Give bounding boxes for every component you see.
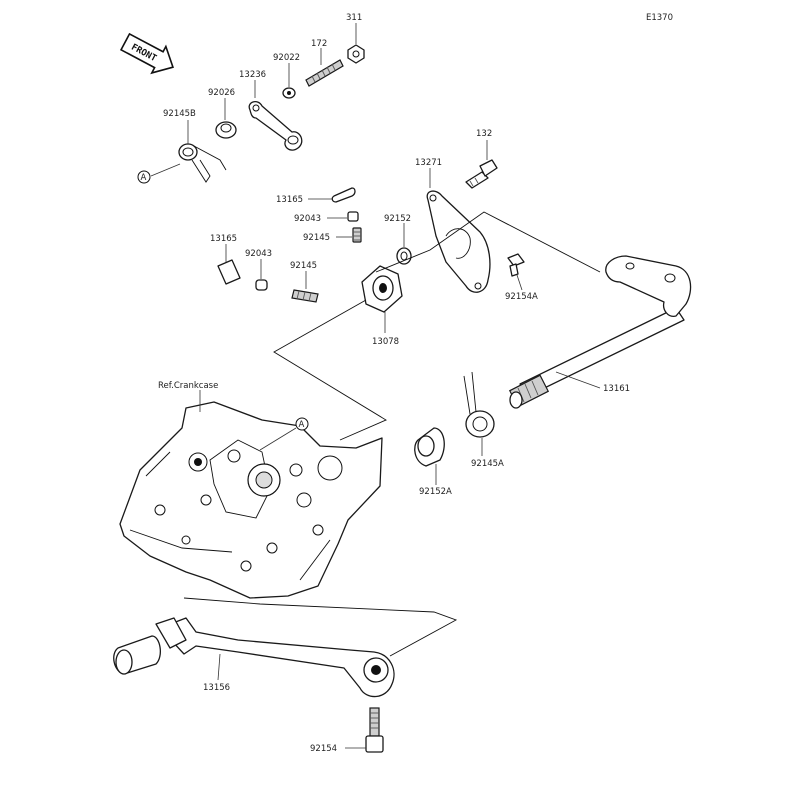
- ref-line-drum: [273, 299, 387, 441]
- svg-text:A: A: [299, 420, 305, 430]
- washer-92152: [396, 223, 412, 265]
- label-92154a: 92154A: [505, 292, 538, 302]
- cap-92043-left: [255, 259, 268, 291]
- spring-92145b: [178, 120, 227, 183]
- label-92145-left: 92145: [290, 261, 317, 271]
- front-arrow-icon: FRONT: [119, 32, 174, 75]
- label-92043-top: 92043: [294, 214, 321, 224]
- label-92152: 92152: [384, 214, 411, 224]
- bolt-92154: [345, 707, 384, 753]
- stud-172: [305, 48, 344, 87]
- marker-a-top: A: [137, 170, 151, 184]
- collar-92152a: [414, 427, 445, 485]
- ref-line-pedal: [183, 597, 458, 657]
- label-311: 311: [346, 13, 362, 23]
- collar-92026: [215, 98, 237, 139]
- cap-92043-top: [327, 211, 359, 222]
- shift-shaft-13161: [508, 255, 692, 409]
- marker-a-crankcase: A: [295, 417, 309, 431]
- spring-92145-top: [336, 227, 362, 243]
- ref-crankcase-label: Ref.Crankcase: [158, 381, 218, 391]
- label-92043-left: 92043: [245, 249, 272, 259]
- drum-13078: [361, 265, 403, 333]
- label-13165-top: 13165: [276, 195, 303, 205]
- spring-92145-left: [291, 271, 319, 303]
- arm-13236: [248, 80, 303, 151]
- pin-13165-left: [217, 244, 241, 285]
- bolt-132: [465, 140, 498, 189]
- svg-text:A: A: [141, 173, 147, 183]
- label-172: 172: [311, 39, 327, 49]
- bolt-92154a: [507, 253, 525, 291]
- spring-92145a: [463, 371, 495, 456]
- label-92022: 92022: [273, 53, 300, 63]
- washer-92022: [282, 63, 296, 99]
- label-13165-left: 13165: [210, 234, 237, 244]
- label-92152a: 92152A: [419, 487, 452, 497]
- label-13078: 13078: [372, 337, 399, 347]
- label-92026: 92026: [208, 88, 235, 98]
- crankcase: [119, 390, 383, 599]
- label-13156: 13156: [203, 683, 230, 693]
- label-13161: 13161: [603, 384, 630, 394]
- label-92145a: 92145A: [471, 459, 504, 469]
- label-13271: 13271: [415, 158, 442, 168]
- nut-311: [347, 23, 365, 64]
- ref-line-shaft: [375, 211, 601, 273]
- label-92145b: 92145B: [163, 109, 196, 119]
- pin-13165-top: [308, 187, 356, 203]
- label-92154: 92154: [310, 744, 337, 754]
- shift-pedal-13156: [113, 617, 395, 698]
- label-132: 132: [476, 129, 492, 139]
- label-13236: 13236: [239, 70, 266, 80]
- diagram-code: E1370: [646, 13, 673, 23]
- label-92145-top: 92145: [303, 233, 330, 243]
- guide-plate-13271: [426, 168, 491, 293]
